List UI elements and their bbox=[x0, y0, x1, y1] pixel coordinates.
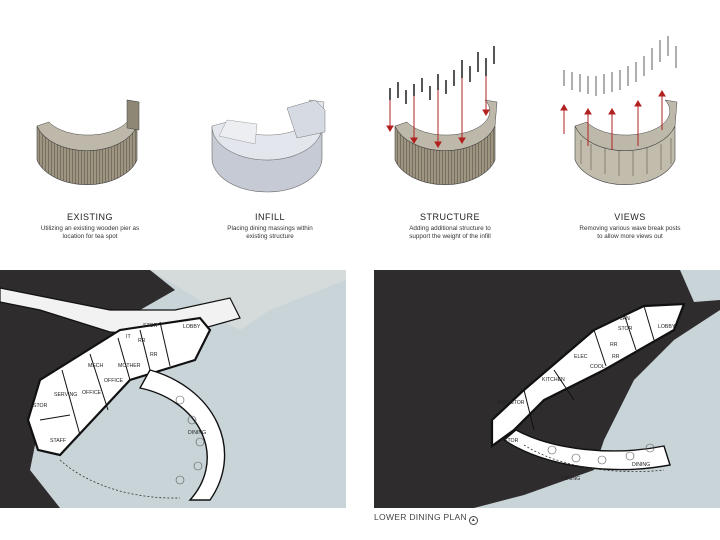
step-title: EXISTING bbox=[66, 212, 113, 222]
step-title: VIEWS bbox=[614, 212, 646, 222]
step-description: Removing various wave break posts to all… bbox=[579, 225, 681, 240]
room-label-mech: MECH bbox=[88, 363, 104, 369]
room-label-dining: DINING bbox=[562, 476, 580, 482]
step-infill: INFILL Placing dining massings within ex… bbox=[180, 0, 360, 262]
step-description: Placing dining massings within existing … bbox=[227, 225, 313, 240]
views-illustration bbox=[560, 36, 678, 185]
room-label-stor-2: STOR bbox=[504, 438, 519, 444]
upper-floor-plan-drawing: STOR LOBBY IT RR RR MECH OFFICE MOTHER S… bbox=[0, 270, 346, 508]
room-label-stor: STOR bbox=[618, 326, 633, 332]
upper-plan: STOR LOBBY IT RR RR MECH OFFICE MOTHER S… bbox=[0, 270, 346, 508]
structure-illustration bbox=[386, 46, 498, 185]
room-label-jan: JAN bbox=[620, 316, 630, 322]
plan-caption: LOWER DINING PLAN▲ bbox=[374, 512, 478, 525]
room-label-rr1: RR bbox=[610, 342, 618, 348]
north-arrow-icon: ▲ bbox=[468, 516, 478, 525]
room-label-stor: STOR bbox=[33, 403, 48, 409]
step-description: Utilizing an existing wooden pier as loc… bbox=[40, 225, 140, 240]
room-label-office: OFFICE bbox=[104, 378, 124, 384]
room-label-rr1: RR bbox=[138, 338, 146, 344]
room-label-office-2: OFFICE bbox=[82, 390, 102, 396]
room-label-mother: MOTHER bbox=[118, 363, 141, 369]
step-title: INFILL bbox=[254, 212, 285, 222]
room-label-elec: ELEC bbox=[574, 354, 588, 360]
plan-caption-text: LOWER DINING PLAN bbox=[374, 512, 467, 522]
room-label-kitchen: KITCHEN bbox=[542, 377, 565, 383]
room-label-lobby: LOBBY bbox=[183, 324, 201, 330]
lower-floor-plan-drawing: JAN STOR LOBBY ELEC RR RR KITCHEN COOL D… bbox=[374, 270, 720, 508]
room-label-rr2: RR bbox=[612, 354, 620, 360]
step-views: VIEWS Removing various wave break posts … bbox=[540, 0, 720, 262]
room-label-serving: SERVING bbox=[54, 392, 77, 398]
step-description: Adding additional structure to support t… bbox=[409, 225, 491, 240]
room-label-staff: STAFF bbox=[50, 438, 66, 444]
existing-pier-illustration bbox=[36, 99, 140, 185]
room-label-lobby: LOBBY bbox=[658, 324, 676, 330]
room-label-stor-top: STOR bbox=[143, 323, 158, 329]
room-label-it: IT bbox=[126, 334, 131, 340]
room-label-dry-stor: DRY STOR bbox=[498, 400, 525, 406]
step-existing: EXISTING Utilizing an existing wooden pi… bbox=[0, 0, 180, 262]
infill-massing-illustration bbox=[211, 99, 326, 193]
lower-dining-plan: JAN STOR LOBBY ELEC RR RR KITCHEN COOL D… bbox=[374, 270, 720, 508]
room-label-rr2: RR bbox=[150, 352, 158, 358]
room-label-dining-2: DINING bbox=[632, 462, 650, 468]
room-label-dining: DINING bbox=[188, 430, 206, 436]
step-title: STRUCTURE bbox=[420, 212, 480, 222]
step-structure: STRUCTURE Adding additional structure to… bbox=[360, 0, 540, 262]
room-label-cool: COOL bbox=[590, 364, 605, 370]
